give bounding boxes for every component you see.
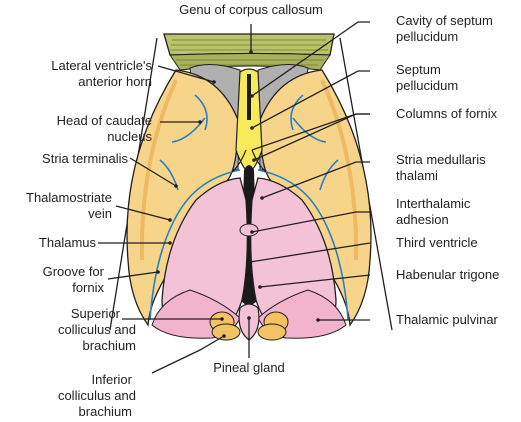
label-habenular: Habenular trigone bbox=[396, 267, 499, 282]
thalamus bbox=[151, 177, 347, 339]
label-thalamostriate: Thalamostriate bbox=[26, 190, 112, 205]
leader-lines bbox=[98, 21, 371, 374]
label-thalamus: Thalamus bbox=[39, 235, 97, 250]
corpus-callosum-genu bbox=[163, 33, 335, 71]
label-columns-fornix: Columns of fornix bbox=[396, 106, 498, 121]
label-thalamostriate-2: vein bbox=[88, 206, 112, 221]
colliculi bbox=[209, 303, 289, 341]
label-inferior-colliculus-3: brachium bbox=[79, 404, 132, 419]
label-interthalamic: Interthalamic bbox=[396, 196, 471, 211]
label-groove-fornix: Groove for bbox=[43, 264, 105, 279]
label-groove-fornix-2: fornix bbox=[72, 280, 104, 295]
label-stria-medullaris-2: thalami bbox=[396, 168, 438, 183]
label-interthalamic-2: adhesion bbox=[396, 212, 449, 227]
label-septum: Septum bbox=[396, 62, 441, 77]
label-superior-colliculus-3: brachium bbox=[83, 338, 136, 353]
label-caudate-2: nucleus bbox=[107, 129, 152, 144]
label-superior-colliculus-2: colliculus and bbox=[58, 322, 136, 337]
label-pineal: Pineal gland bbox=[213, 360, 285, 375]
label-lateral-ventricle: Lateral ventricle's bbox=[51, 58, 152, 73]
label-stria-medullaris: Stria medullaris bbox=[396, 152, 486, 167]
label-cavity-septum: Cavity of septum bbox=[396, 13, 493, 28]
label-stria-terminalis: Stria terminalis bbox=[42, 151, 128, 166]
label-third-ventricle: Third ventricle bbox=[396, 235, 478, 250]
fornix-columns bbox=[231, 149, 267, 173]
label-superior-colliculus: Superior bbox=[71, 306, 121, 321]
label-pulvinar: Thalamic pulvinar bbox=[396, 312, 499, 327]
labels: Genu of corpus callosum Cavity of septum… bbox=[26, 2, 499, 419]
label-lateral-ventricle-2: anterior horn bbox=[78, 74, 152, 89]
label-inferior-colliculus: Inferior bbox=[92, 372, 133, 387]
label-caudate: Head of caudate bbox=[57, 113, 152, 128]
label-septum-2: pellucidum bbox=[396, 78, 458, 93]
thalamostriate-vein bbox=[149, 94, 349, 321]
label-genu: Genu of corpus callosum bbox=[179, 2, 323, 17]
septum-pellucidum bbox=[235, 68, 263, 173]
label-inferior-colliculus-2: colliculus and bbox=[58, 388, 136, 403]
label-cavity-septum-2: pellucidum bbox=[396, 29, 458, 44]
